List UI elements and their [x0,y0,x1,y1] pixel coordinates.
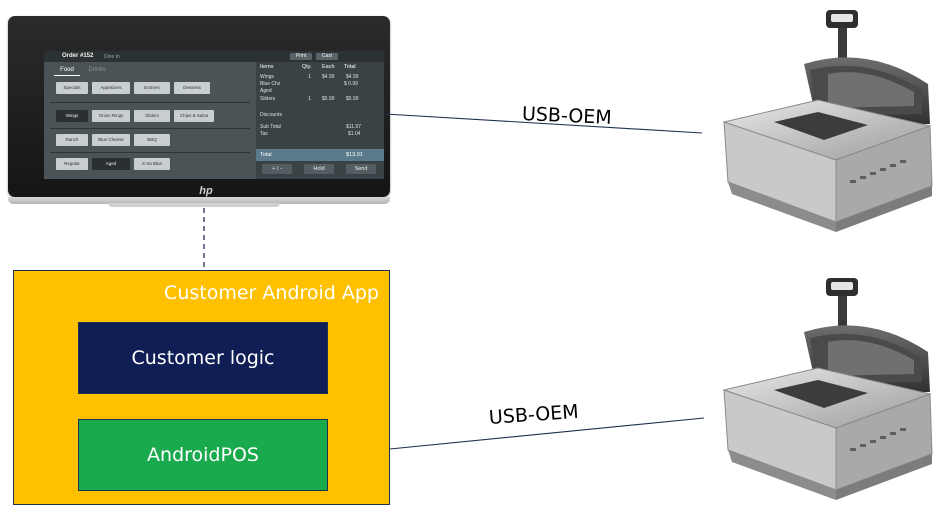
divider [50,128,250,129]
android-pos-label: AndroidPOS [147,444,259,466]
menu-panel: Food Drinks Specials Appetizers Entrees … [44,62,256,179]
app-title: Customer Android App [164,282,379,304]
menu-button: Specials [56,82,88,94]
customer-android-app-box: Customer Android App Customer logic Andr… [13,270,390,505]
subtotal-value: $11.97 [346,124,361,130]
menu-button: Chips & Salsa [174,110,214,122]
send-button: Send [346,164,376,174]
usb-oem-label-bottom: USB-OEM [488,400,580,429]
hold-button: Hold [304,164,334,174]
ticket-total: $5.99 [346,96,359,102]
menu-button: Regular [56,158,88,170]
total-value: $13.01 [346,152,363,158]
customer-logic-label: Customer logic [131,347,275,369]
menu-button: Appetizers [92,82,130,94]
menu-button: Entrees [134,82,170,94]
tab-drinks: Drinks [88,67,106,73]
total-label: Total [260,152,272,158]
ticket-item: Sliders [260,96,276,102]
bioptic-scanner-icon [722,278,933,500]
menu-button: Onion Rings [92,110,130,122]
hp-logo: hp [199,185,213,197]
divider [50,152,250,153]
cast-button: Cast [316,53,338,60]
ticket-item: Blue Chz [260,81,281,87]
tax-value: $1.04 [348,131,361,137]
ticket-each: $5.99 [322,96,335,102]
ticket-item: Wings [260,74,274,80]
tablet-stand [108,203,280,207]
menu-button: X-tra Blue [134,158,170,170]
ticket-header: Each [322,64,335,70]
ticket-panel: Items Qty. Each Total Wings 1 $4.99 $4.9… [256,62,384,179]
android-pos-box: AndroidPOS [78,419,328,491]
menu-button: Desserts [174,82,210,94]
bioptic-scanner-icon [722,10,933,232]
ticket-qty: 1 [308,96,311,102]
pos-screen-header: Order #152 Dine In Print Cast [44,51,384,62]
tax-label: Tax [260,131,268,137]
subtotal-label: Sub Total [260,124,281,130]
menu-button: Sliders [134,110,170,122]
qty-adjust-button: + / - [262,164,292,174]
ticket-header: Qty. [302,64,312,70]
menu-button: Ranch [56,134,88,146]
discounts-label: Discounts [260,112,282,118]
pos-tablet-icon: Order #152 Dine In Print Cast Food Drink… [8,16,390,197]
order-title: Order #152 [62,53,94,59]
menu-button: Blue Cheese [92,134,130,146]
ticket-header: Total [344,64,356,70]
total-bar [256,149,384,161]
ticket-total: $ 0.99 [344,81,358,87]
pos-screen: Order #152 Dine In Print Cast Food Drink… [44,51,384,179]
ticket-total: $4.99 [346,74,359,80]
divider [50,102,250,103]
menu-button: Wings [56,110,88,122]
print-button: Print [290,53,312,60]
ticket-each: $4.99 [322,74,335,80]
tab-food: Food [54,65,80,76]
customer-logic-box: Customer logic [78,322,328,394]
menu-button: Aged [92,158,130,170]
menu-button: BBQ [134,134,170,146]
ticket-qty: 1 [308,74,311,80]
tablet-chin [8,197,390,204]
order-subtitle: Dine In [104,54,120,60]
ticket-header: Items [260,64,274,70]
usb-oem-label-top: USB-OEM [521,103,613,129]
ticket-item: Aged [260,88,272,94]
